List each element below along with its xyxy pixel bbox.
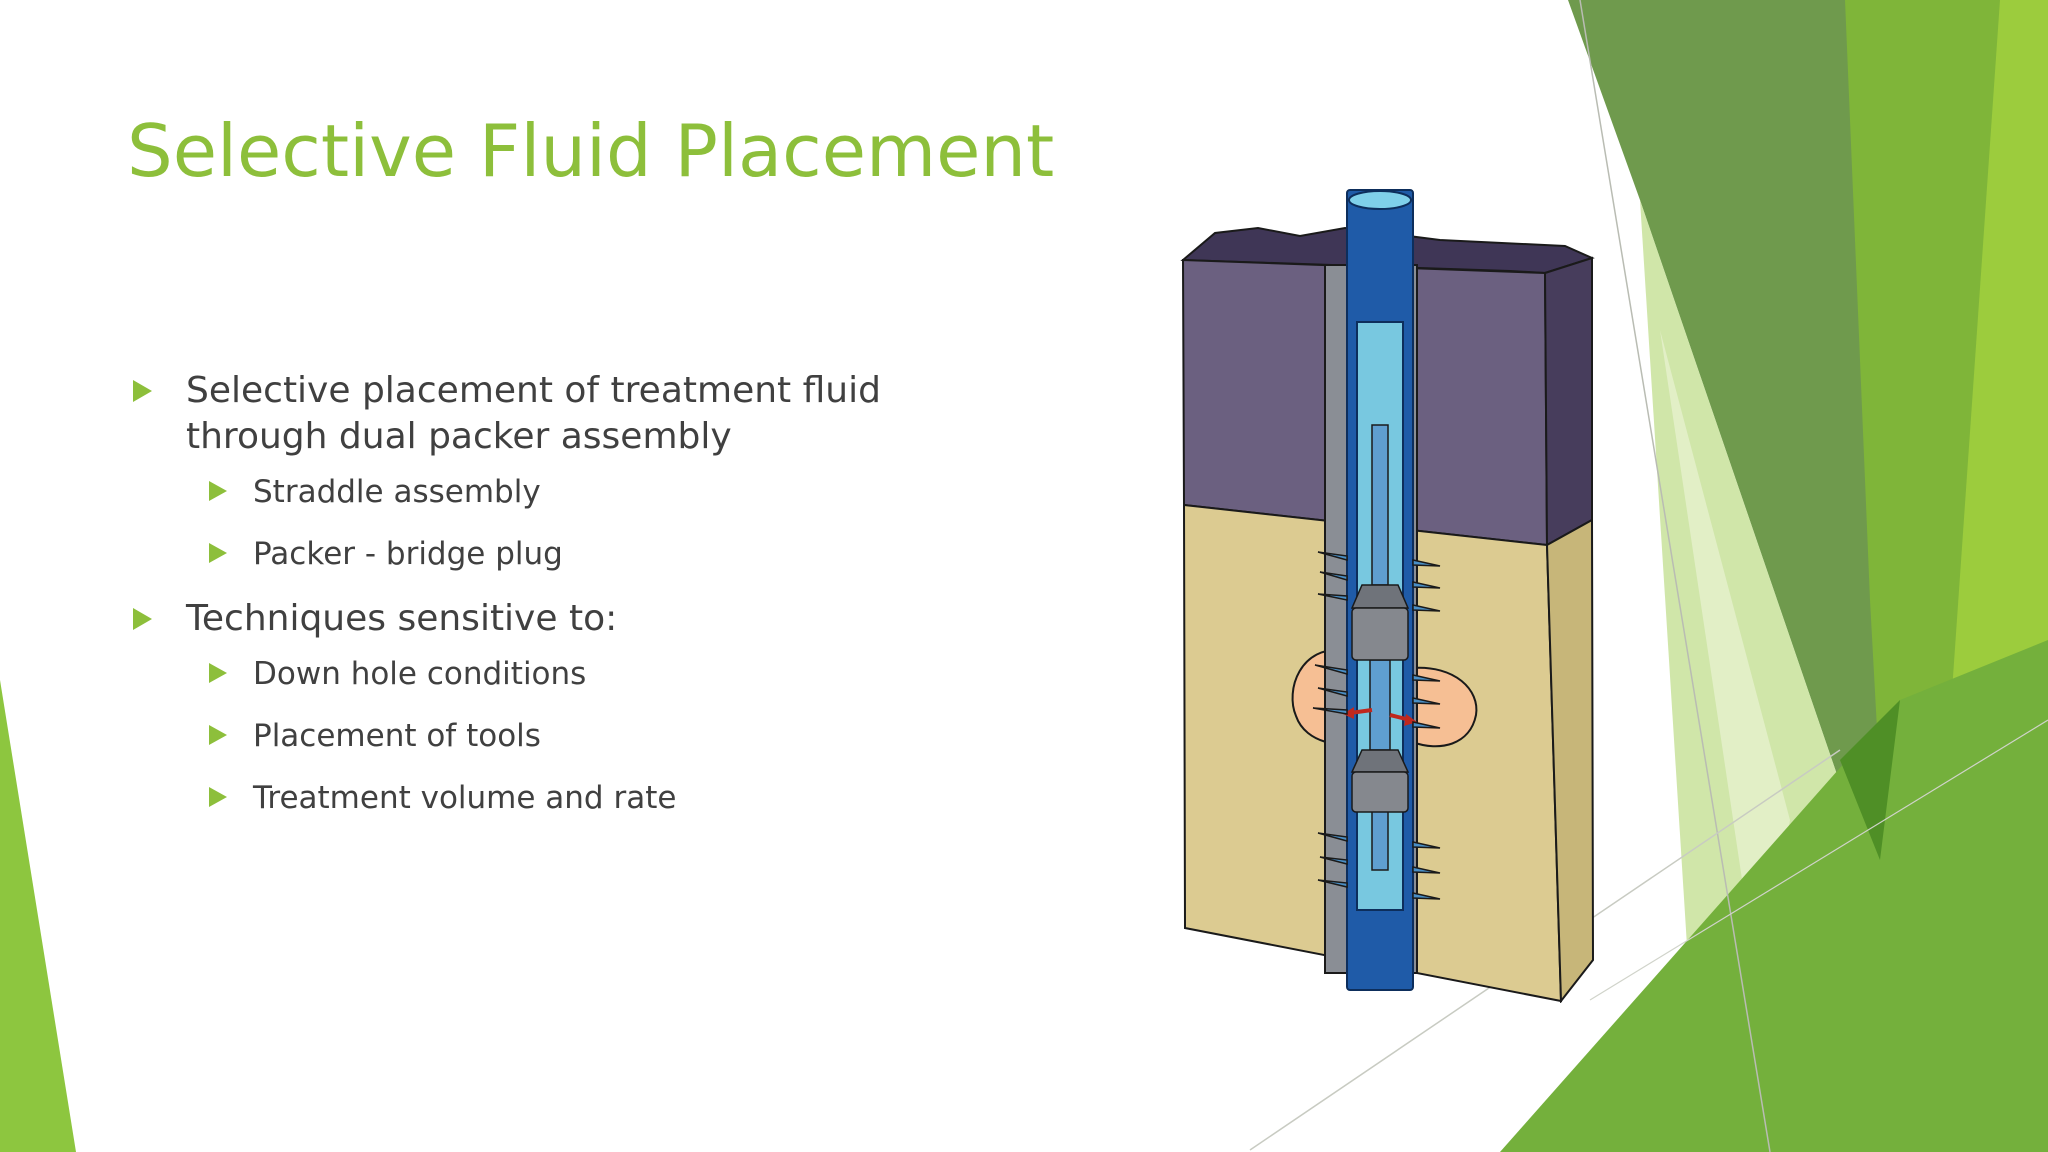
- bullet-arrow-icon: [209, 543, 227, 563]
- slide-title: Selective Fluid Placement: [127, 109, 1055, 193]
- bullet-arrow-icon: [133, 608, 152, 630]
- bullet-text: Selective placement of treatment fluid t…: [186, 370, 881, 457]
- bullet-arrow-icon: [133, 380, 152, 402]
- sub-bullet-item: Placement of tools: [130, 716, 890, 756]
- sub-bullet-item: Straddle assembly: [130, 472, 890, 512]
- sub-bullet-text: Down hole conditions: [253, 656, 587, 692]
- left-facet: [0, 680, 76, 1152]
- tool-string-lower: [1371, 809, 1389, 871]
- caprock-side-face: [1543, 256, 1593, 547]
- bullet-text: Techniques sensitive to:: [186, 598, 618, 639]
- bullet-list: Selective placement of treatment fluid t…: [130, 368, 890, 840]
- right-facet-pale: [1660, 330, 1790, 1000]
- lower-packer: [1351, 771, 1409, 813]
- wellbore-diagram: [1180, 189, 1595, 1003]
- bullet-arrow-icon: [209, 663, 227, 683]
- sub-bullet-text: Placement of tools: [253, 718, 541, 754]
- sub-bullet-item: Treatment volume and rate: [130, 778, 890, 818]
- bottom-facet-mid: [1500, 640, 2048, 1152]
- thin-line-1: [1579, 0, 1771, 1152]
- formation-side-face: [1545, 518, 1595, 1003]
- bullet-item: Techniques sensitive to:: [130, 596, 890, 642]
- sub-bullet-text: Packer - bridge plug: [253, 536, 563, 572]
- perforations-upper: [1317, 551, 1441, 612]
- casing-pipe-top: [1348, 190, 1412, 210]
- bullet-arrow-icon: [209, 481, 227, 501]
- flow-arrow-left-head: [1343, 707, 1354, 719]
- thin-line-3: [1589, 719, 2048, 1001]
- sub-bullet-item: Down hole conditions: [130, 654, 890, 694]
- sub-bullet-text: Straddle assembly: [253, 474, 541, 510]
- sub-bullet-text: Treatment volume and rate: [253, 780, 677, 816]
- upper-packer-slips: [1350, 584, 1410, 609]
- perforations-lower: [1317, 832, 1441, 900]
- bullet-arrow-icon: [209, 787, 227, 807]
- bullet-item: Selective placement of treatment fluid t…: [130, 368, 890, 460]
- lower-packer-slips: [1350, 749, 1410, 773]
- sub-bullet-item: Packer - bridge plug: [130, 534, 890, 574]
- perforations-middle: [1312, 664, 1441, 729]
- upper-packer: [1351, 607, 1409, 661]
- tool-string-upper: [1371, 424, 1389, 586]
- tool-string-middle: [1369, 659, 1391, 751]
- bullet-arrow-icon: [209, 725, 227, 745]
